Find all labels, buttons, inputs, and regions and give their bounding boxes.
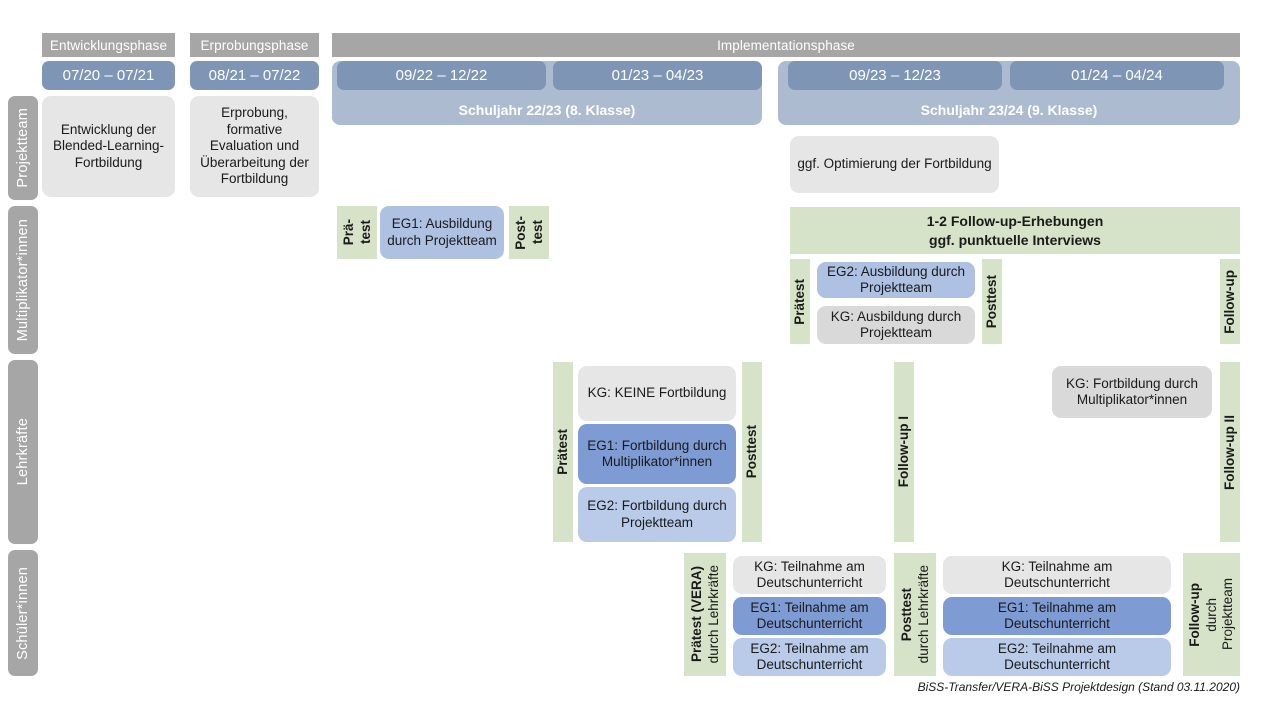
posttest-label: Posttest xyxy=(744,425,760,479)
card-kg-keine-fortbildung: KG: KEINE Fortbildung xyxy=(578,366,736,421)
period-0720-0721: 07/20 – 07/21 xyxy=(42,61,175,90)
card-kg-ausbildung-projektteam: KG: Ausbildung durch Projektteam xyxy=(817,306,975,344)
period-0821-0722: 08/21 – 07/22 xyxy=(190,61,319,90)
greenbar-praetest-lehrkraefte: Prätest xyxy=(553,362,573,542)
footer-text: BiSS-Transfer/VERA-BiSS Projektdesign (S… xyxy=(917,680,1240,694)
praetest-vera-sub: durch Lehrkräfte xyxy=(705,565,721,664)
card-label: EG2: Teilnahme am Deutschunterricht xyxy=(997,640,1117,672)
phase-header-label: Implementationsphase xyxy=(717,37,855,53)
posttest-sub: durch Lehrkräfte xyxy=(915,565,931,664)
period-0123-0423: 01/23 – 04/23 xyxy=(553,61,762,90)
posttest-line2: test xyxy=(529,220,545,245)
card-kg-teilnahme-rechts: KG: Teilnahme am Deutschunterricht xyxy=(943,556,1171,594)
card-kg-teilnahme-links: KG: Teilnahme am Deutschunterricht xyxy=(733,556,886,594)
card-erprobung-evaluation: Erprobung, formative Evaluation und Über… xyxy=(190,96,319,197)
card-label: EG1: Teilnahme am Deutschunterricht xyxy=(750,599,869,631)
greenbar-followup1-lehrkraefte: Follow-up I xyxy=(894,362,914,542)
row-label-text: Schüler*innen xyxy=(15,566,31,660)
card-label: EG1: Fortbildung durch Multiplikator*inn… xyxy=(587,437,727,469)
card-label: KG: Teilnahme am Deutschunterricht xyxy=(754,558,865,590)
banner-followup-erhebungen: 1-2 Follow-up-Erhebungen ggf. punktuelle… xyxy=(790,207,1240,254)
greenbar-praetest-multiplikator: Prä- test xyxy=(337,206,377,259)
card-eg2-teilnahme-links: EG2: Teilnahme am Deutschunterricht xyxy=(733,638,886,676)
row-label-text: Multiplikator*innen xyxy=(15,218,31,342)
praetest-vera-bold: Prätest (VERA) xyxy=(688,566,704,663)
phase-header-implementationsphase: Implementationsphase xyxy=(332,33,1240,57)
period-0922-1222: 09/22 – 12/22 xyxy=(337,61,546,90)
period-0124-0424: 01/24 – 04/24 xyxy=(1010,61,1224,90)
followup-sub1: durch xyxy=(1203,597,1219,632)
greenbar-followup-multiplikator: Follow-up xyxy=(1220,259,1240,344)
period-label: 07/20 – 07/21 xyxy=(62,67,155,84)
praetest-label: Prätest xyxy=(792,278,808,325)
row-label-schuelerinnen: Schüler*innen xyxy=(8,550,38,676)
period-label: 01/23 – 04/23 xyxy=(611,67,704,84)
card-label: KG: Fortbildung durch Multiplikator*inne… xyxy=(1065,375,1199,407)
greenbar-praetest-multiplikator-2: Prätest xyxy=(790,259,810,344)
greenbar-posttest-schueler: Posttest durch Lehrkräfte xyxy=(894,553,936,676)
greenbar-posttest-multiplikator-2: Posttest xyxy=(982,259,1002,344)
followup1-label: Follow-up I xyxy=(896,416,912,488)
card-label: ggf. Optimierung der Fortbildung xyxy=(797,156,992,172)
greenbar-posttest-multiplikator: Post- test xyxy=(509,206,549,259)
greenbar-posttest-lehrkraefte: Posttest xyxy=(742,362,762,542)
school-year-label: Schuljahr 22/23 (8. Klasse) xyxy=(458,102,636,118)
card-label: EG2: Teilnahme am Deutschunterricht xyxy=(750,640,869,672)
card-eg1-teilnahme-links: EG1: Teilnahme am Deutschunterricht xyxy=(733,597,886,635)
card-eg1-fortbildung-multiplikator: EG1: Fortbildung durch Multiplikator*inn… xyxy=(578,424,736,484)
card-entwicklung-fortbildung: Entwicklung der Blended-Learning-Fortbil… xyxy=(42,96,175,197)
card-eg2-fortbildung-projektteam: EG2: Fortbildung durch Projektteam xyxy=(578,487,736,542)
row-label-projektteam: Projektteam xyxy=(8,96,38,200)
period-0923-1223: 09/23 – 12/23 xyxy=(788,61,1002,90)
greenbar-followup-schueler: Follow-up durch Projektteam xyxy=(1183,553,1240,676)
card-label: Entwicklung der Blended-Learning-Fortbil… xyxy=(52,121,165,170)
card-eg2-ausbildung-projektteam: EG2: Ausbildung durch Projektteam xyxy=(817,262,975,298)
card-label: EG1: Teilnahme am Deutschunterricht xyxy=(997,599,1117,631)
row-label-lehrkraefte: Lehrkräfte xyxy=(8,360,38,544)
posttest-bold: Posttest xyxy=(898,587,914,642)
phase-header-label: Erprobungsphase xyxy=(200,37,309,53)
card-label: KG: KEINE Fortbildung xyxy=(587,385,727,401)
footer-caption: BiSS-Transfer/VERA-BiSS Projektdesign (S… xyxy=(640,680,1240,698)
banner-line2: ggf. punktuelle Interviews xyxy=(929,231,1101,248)
followup-bold: Follow-up xyxy=(1187,582,1203,647)
praetest-line1: Prä- xyxy=(340,219,356,246)
banner-line1: 1-2 Follow-up-Erhebungen xyxy=(926,213,1104,230)
period-label: 08/21 – 07/22 xyxy=(208,67,301,84)
period-label: 09/23 – 12/23 xyxy=(849,67,941,84)
praetest-line2: test xyxy=(357,220,373,245)
followup-sub2: Projektteam xyxy=(1220,578,1236,651)
card-eg1-ausbildung-projektteam: EG1: Ausbildung durch Projektteam xyxy=(380,206,504,259)
greenbar-praetest-vera-schueler: Prätest (VERA) durch Lehrkräfte xyxy=(684,553,726,676)
praetest-label: Prätest xyxy=(555,429,571,475)
card-label: KG: Ausbildung durch Projektteam xyxy=(830,308,962,340)
card-label: KG: Teilnahme am Deutschunterricht xyxy=(1001,558,1113,590)
card-kg-fortbildung-multiplikator: KG: Fortbildung durch Multiplikator*inne… xyxy=(1052,366,1212,418)
followup2-label: Follow-up II xyxy=(1222,414,1238,490)
posttest-label: Posttest xyxy=(984,274,1000,329)
card-label: EG2: Fortbildung durch Projektteam xyxy=(587,498,727,530)
card-label: EG1: Ausbildung durch Projektteam xyxy=(387,216,497,248)
card-optimierung-fortbildung: ggf. Optimierung der Fortbildung xyxy=(790,136,999,193)
phase-header-entwicklungsphase: Entwicklungsphase xyxy=(42,33,175,57)
phase-header-label: Entwicklungsphase xyxy=(49,37,168,53)
followup-label: Follow-up xyxy=(1222,269,1238,334)
card-eg2-teilnahme-rechts: EG2: Teilnahme am Deutschunterricht xyxy=(943,638,1171,676)
greenbar-followup2-lehrkraefte: Follow-up II xyxy=(1220,362,1240,542)
posttest-line1: Post- xyxy=(512,215,528,250)
school-year-label: Schuljahr 23/24 (9. Klasse) xyxy=(920,102,1098,118)
phase-header-erprobungsphase: Erprobungsphase xyxy=(190,33,319,57)
card-label: EG2: Ausbildung durch Projektteam xyxy=(826,263,966,295)
card-label: Erprobung, formative Evaluation und Über… xyxy=(200,105,309,187)
row-label-text: Lehrkräfte xyxy=(15,418,31,486)
period-label: 09/22 – 12/22 xyxy=(395,67,488,84)
row-label-text: Projektteam xyxy=(15,108,31,188)
row-label-multiplikatorinnen: Multiplikator*innen xyxy=(8,206,38,354)
period-label: 01/24 – 04/24 xyxy=(1071,67,1163,84)
card-eg1-teilnahme-rechts: EG1: Teilnahme am Deutschunterricht xyxy=(943,597,1171,635)
